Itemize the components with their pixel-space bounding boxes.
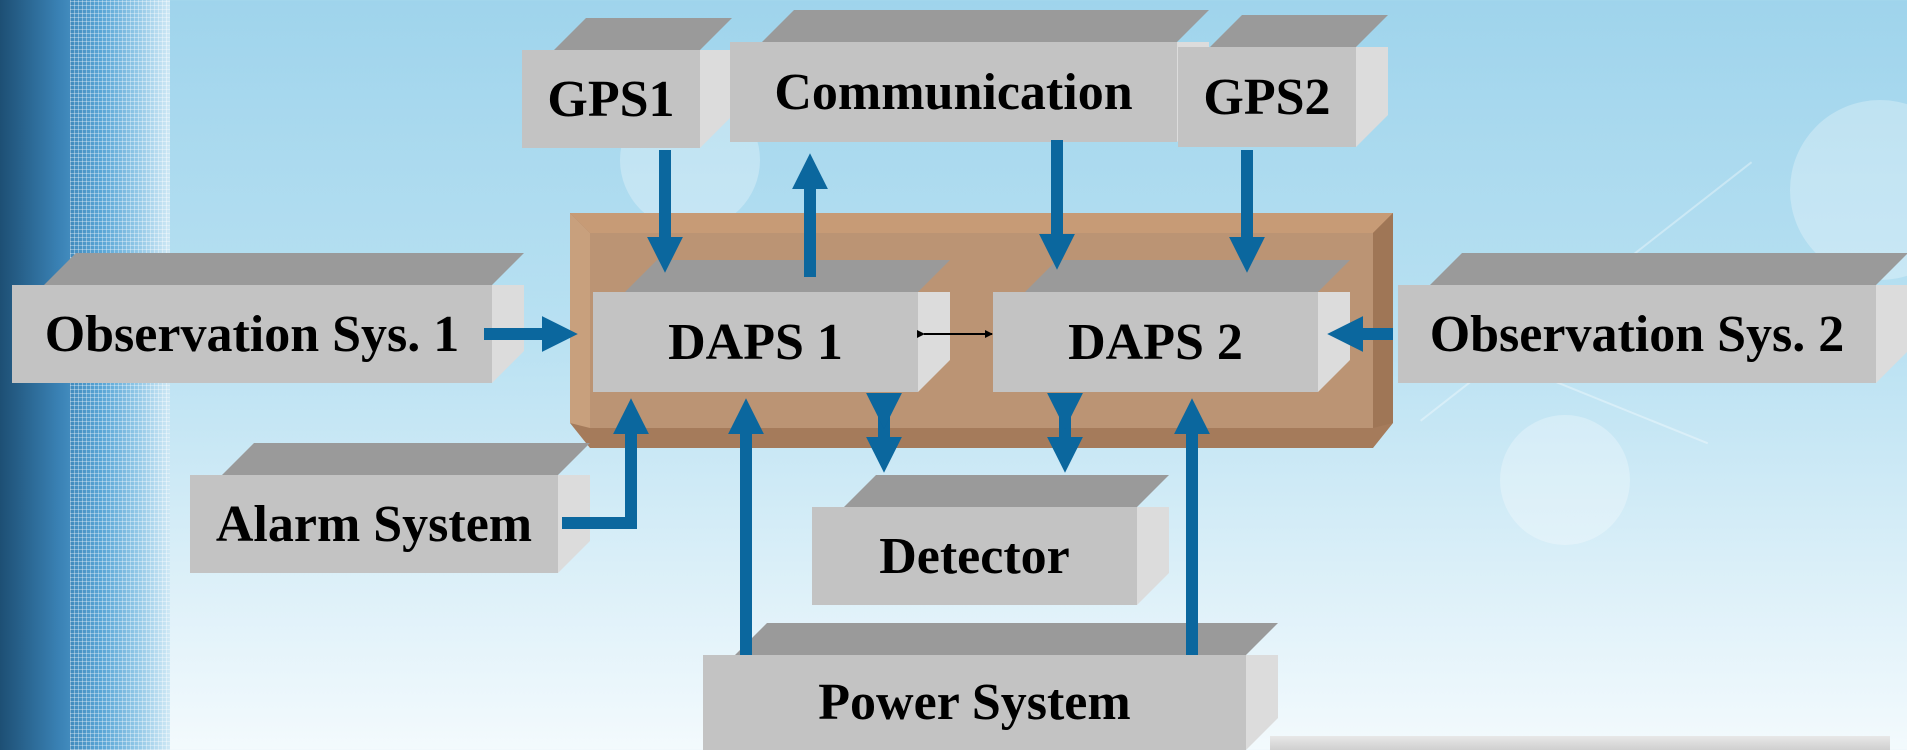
gps1-label: GPS1 [547,70,675,128]
arrow-alarm-to-daps1 [562,398,649,529]
observation-sys-2-label: Observation Sys. 2 [1429,305,1845,363]
communication-label: Communication [774,63,1133,121]
power-system-label: Power System [818,674,1131,731]
daps-1-box: DAPS 1 [593,292,918,392]
observation-sys-1-label: Observation Sys. 1 [44,305,460,363]
alarm-system-box: Alarm System [190,475,558,573]
gps2-label: GPS2 [1203,68,1331,126]
daps-2-box: DAPS 2 [993,292,1318,392]
observation-sys-1-box: Observation Sys. 1 [12,285,492,383]
daps-1-label: DAPS 1 [668,313,843,371]
decorative-circle [1500,415,1630,545]
observation-sys-2-box: Observation Sys. 2 [1398,285,1876,383]
communication-box: Communication [730,42,1177,142]
power-system-box: Power System [703,655,1246,750]
detector-label: Detector [879,527,1070,585]
daps-2-label: DAPS 2 [1068,313,1243,371]
alarm-system-label: Alarm System [215,495,533,553]
gps1-box: GPS1 [522,50,700,148]
detector-box: Detector [812,507,1137,605]
bottom-strip [1270,736,1890,750]
gps2-box: GPS2 [1178,47,1356,147]
